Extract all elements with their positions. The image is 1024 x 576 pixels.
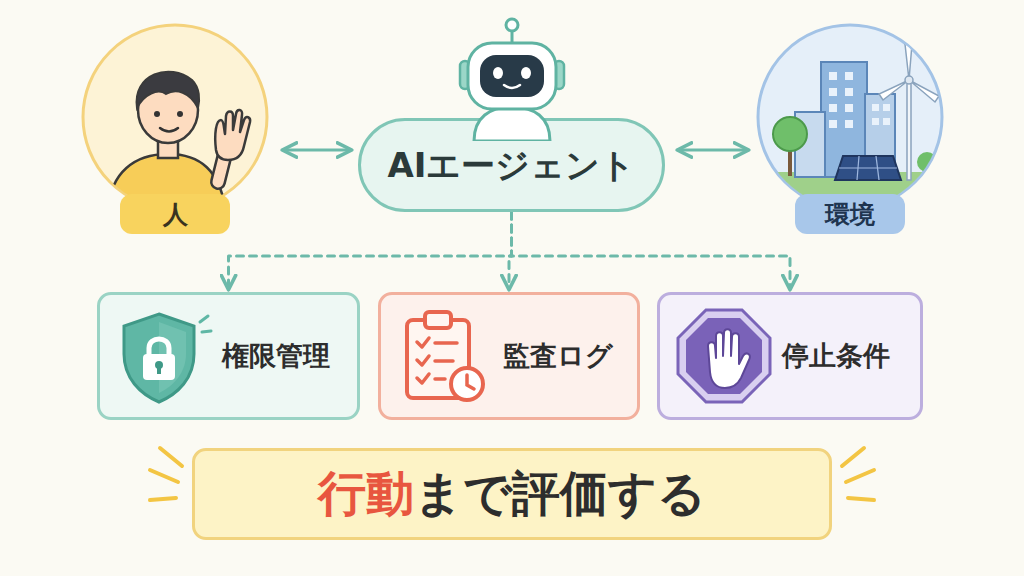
stop-hand-icon xyxy=(674,306,774,406)
person-illustration xyxy=(80,22,270,212)
dashed-connector xyxy=(229,212,512,288)
clipboard-icon xyxy=(395,306,495,406)
dashed-connector xyxy=(512,212,791,288)
environment-node: 環境 xyxy=(755,22,945,237)
person-node: 人 xyxy=(80,22,270,237)
label-pill: 人 xyxy=(120,194,230,234)
control-label: 権限管理 xyxy=(222,338,330,374)
control-box: 監査ログ xyxy=(378,292,640,420)
double-arrow xyxy=(284,149,350,152)
node-label: 環境 xyxy=(825,198,875,231)
robot-illustration xyxy=(452,15,572,141)
control-box: 権限管理 xyxy=(97,292,360,420)
control-box: 停止条件 xyxy=(657,292,923,420)
label-pill: 環境 xyxy=(795,194,905,234)
control-label: 停止条件 xyxy=(782,338,890,374)
environment-illustration xyxy=(755,22,945,212)
message-banner: 行動まで評価する xyxy=(192,448,832,540)
node-label: 人 xyxy=(163,198,188,231)
shield-icon xyxy=(114,306,214,406)
banner-text: まで評価する xyxy=(414,462,706,526)
highlight-text: 行動 xyxy=(318,462,414,526)
node-title: AIエージェント xyxy=(388,143,636,189)
control-label: 監査ログ xyxy=(503,338,613,374)
agent-pill: AIエージェント xyxy=(358,118,665,212)
double-arrow xyxy=(679,149,747,152)
